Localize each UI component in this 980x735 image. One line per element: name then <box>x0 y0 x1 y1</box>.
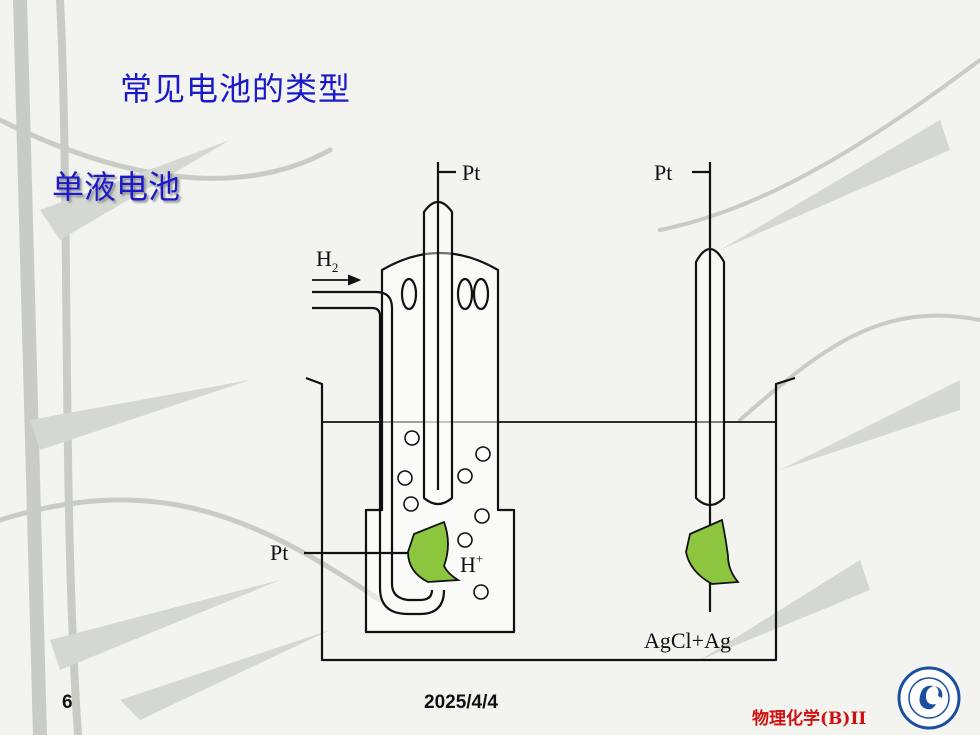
label-agcl-ag: AgCl+Ag <box>644 628 731 653</box>
slide-date: 2025/4/4 <box>424 692 498 713</box>
slide-title: 常见电池的类型 <box>120 70 352 108</box>
label-h-plus: H+ <box>460 551 483 577</box>
label-h2: H2 <box>316 246 338 275</box>
slide-subtitle: 单液电池 <box>52 168 181 206</box>
label-pt-top-right: Pt <box>654 160 672 185</box>
pt-electrode-plate <box>407 520 461 583</box>
beaker <box>305 376 796 662</box>
agcl-electrode-plate <box>685 518 740 585</box>
label-pt-top-left: Pt <box>462 160 480 185</box>
label-pt-left: Pt <box>270 540 288 565</box>
hydrogen-bubbles <box>397 430 491 600</box>
course-name: 物理化学(B)II <box>752 709 867 729</box>
university-seal-icon <box>897 666 961 730</box>
page-number: 6 <box>62 692 73 713</box>
h2-inlet-tube <box>312 290 434 602</box>
hydrogen-electrode-tube <box>364 251 516 634</box>
